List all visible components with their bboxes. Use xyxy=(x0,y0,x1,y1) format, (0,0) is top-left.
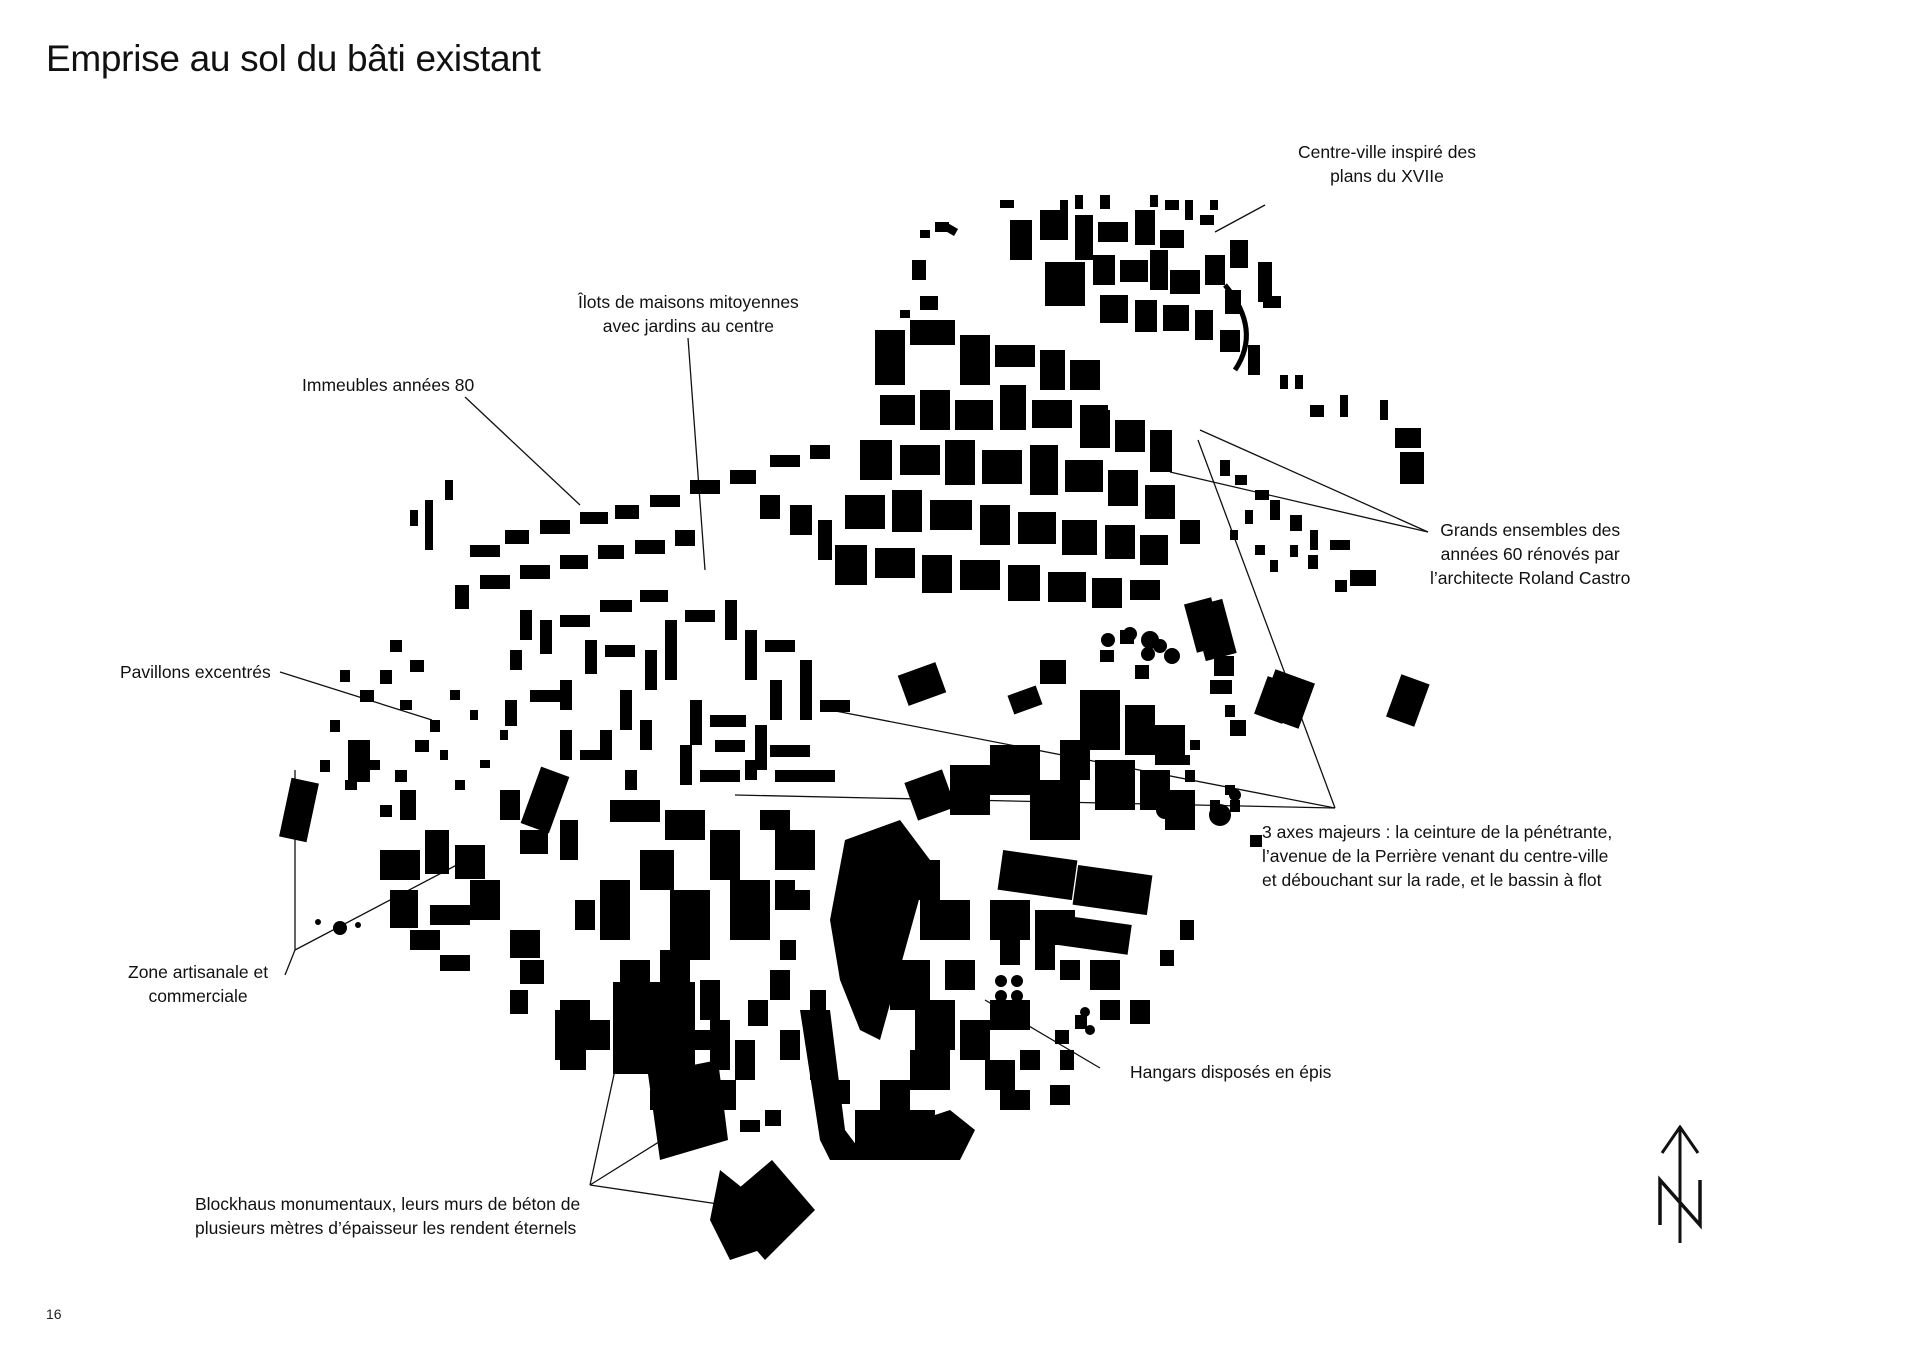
page-title: Emprise au sol du bâti existant xyxy=(46,38,541,79)
building-e1 xyxy=(1191,598,1237,662)
blockhaus-2 xyxy=(648,1060,728,1160)
residential-rows xyxy=(410,445,850,790)
building-far-east xyxy=(1386,674,1430,727)
leader-blockhaus-a xyxy=(589,1069,616,1186)
zone-artisanale-buildings xyxy=(279,740,578,971)
leader-pavillons xyxy=(279,671,433,721)
buildings xyxy=(279,195,1430,1260)
blockhaus-1 xyxy=(613,982,695,1074)
annotation-blockhaus: Blockhaus monumentaux, leurs murs de bét… xyxy=(195,1194,581,1238)
leader-immeubles xyxy=(464,396,581,506)
leader-blockhaus-c xyxy=(589,1184,726,1206)
blockhaus-4 xyxy=(718,1160,815,1260)
leader-grands-ensembles-2 xyxy=(1199,429,1429,533)
north-scattered-buildings xyxy=(900,195,1218,318)
north-arrow-icon xyxy=(1658,1125,1702,1243)
dense-centre-blocks xyxy=(835,320,1200,608)
page-number: 16 xyxy=(46,1306,62,1322)
leader-blockhaus-b xyxy=(589,1134,671,1186)
annotation-immeubles: Immeubles années 80 xyxy=(302,375,475,395)
building-e2 xyxy=(1259,669,1315,729)
centre-ville-blocks xyxy=(912,210,1424,484)
leader-centre-ville xyxy=(1214,204,1266,233)
annotation-pavillons: Pavillons excentrés xyxy=(120,662,271,682)
eastern-blocks xyxy=(1220,460,1376,592)
leader-ilots xyxy=(687,337,706,571)
eastern-industrial-buildings xyxy=(904,597,1296,847)
annotation-axes: 3 axes majeurs : la ceinture de la pénét… xyxy=(1262,822,1613,890)
pavillons-houses xyxy=(320,640,508,817)
hangar-buildings xyxy=(800,820,1194,1160)
building-e3 xyxy=(897,662,947,706)
annotation-hangars: Hangars disposés en épis xyxy=(1130,1062,1332,1082)
leader-axes-c xyxy=(1197,439,1336,809)
